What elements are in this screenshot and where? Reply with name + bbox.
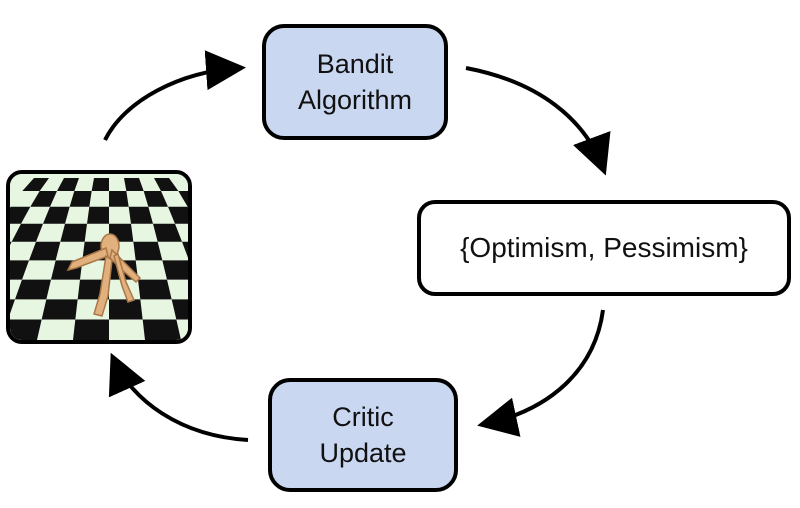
checker-tile xyxy=(128,206,153,224)
checker-tile xyxy=(109,190,129,207)
checker-tile xyxy=(143,190,168,207)
checker-tile xyxy=(138,279,172,300)
quadruped-robot-on-checkerboard-icon xyxy=(10,174,188,340)
checker-tile xyxy=(22,178,49,191)
checker-tile xyxy=(73,319,109,340)
bandit-label-line2: Algorithm xyxy=(297,85,413,115)
arrow-mode-to-critic xyxy=(477,309,605,437)
checker-tile xyxy=(30,190,57,207)
checker-tile xyxy=(171,299,188,320)
environment-image xyxy=(6,170,192,344)
checker-tile xyxy=(60,223,87,242)
checker-tile xyxy=(153,223,182,242)
checker-tile xyxy=(124,178,144,191)
mode-label: {Optimism, Pessimism} xyxy=(460,232,748,263)
checker-tile xyxy=(10,241,12,246)
optimism-pessimism-box: {Optimism, Pessimism} xyxy=(417,200,791,296)
checker-tile xyxy=(15,279,51,300)
checker-tile xyxy=(91,178,109,191)
checker-tile xyxy=(29,241,61,261)
arrow-bandit-to-mode xyxy=(465,66,611,176)
checker-tile xyxy=(133,241,163,261)
checker-tile xyxy=(162,260,188,280)
critic-label-line2: Update xyxy=(319,438,407,468)
critic-label-line1: Critic xyxy=(332,402,394,432)
bandit-algorithm-box: Bandit Algorithm xyxy=(262,24,448,140)
checker-tile xyxy=(154,178,179,191)
critic-update-box: Critic Update xyxy=(268,378,458,492)
bandit-label-line1: Bandit xyxy=(316,49,394,79)
checker-tile xyxy=(10,319,42,340)
checker-tile xyxy=(10,206,31,224)
arrow-critic-to-sim xyxy=(108,352,249,442)
checker-tile xyxy=(109,299,143,320)
checker-tile xyxy=(11,223,43,242)
arrow-sim-to-bandit xyxy=(103,50,246,141)
checker-tile xyxy=(178,190,188,207)
checker-tile xyxy=(10,260,29,280)
checker-tile xyxy=(168,206,188,224)
checker-tile xyxy=(87,206,109,224)
checker-tile xyxy=(43,206,70,224)
checker-tile xyxy=(57,178,79,191)
checker-tile xyxy=(142,319,181,340)
checker-tile xyxy=(69,190,92,207)
robot-figure xyxy=(66,233,142,317)
checker-tile xyxy=(41,299,78,320)
